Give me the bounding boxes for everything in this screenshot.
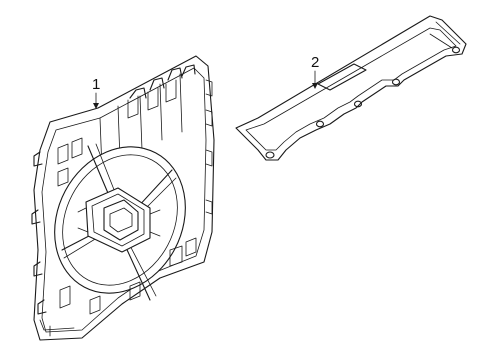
- callout-2-arrow: [312, 83, 318, 89]
- radiator-upper-panel-part[interactable]: [235, 15, 467, 161]
- callout-1-label: 1: [92, 76, 100, 93]
- callout-2-label: 2: [311, 54, 319, 71]
- callout-2: 2: [311, 54, 319, 89]
- fan-shroud-part[interactable]: [30, 55, 215, 341]
- callout-1: 1: [92, 76, 100, 109]
- callout-1-arrow: [93, 103, 99, 109]
